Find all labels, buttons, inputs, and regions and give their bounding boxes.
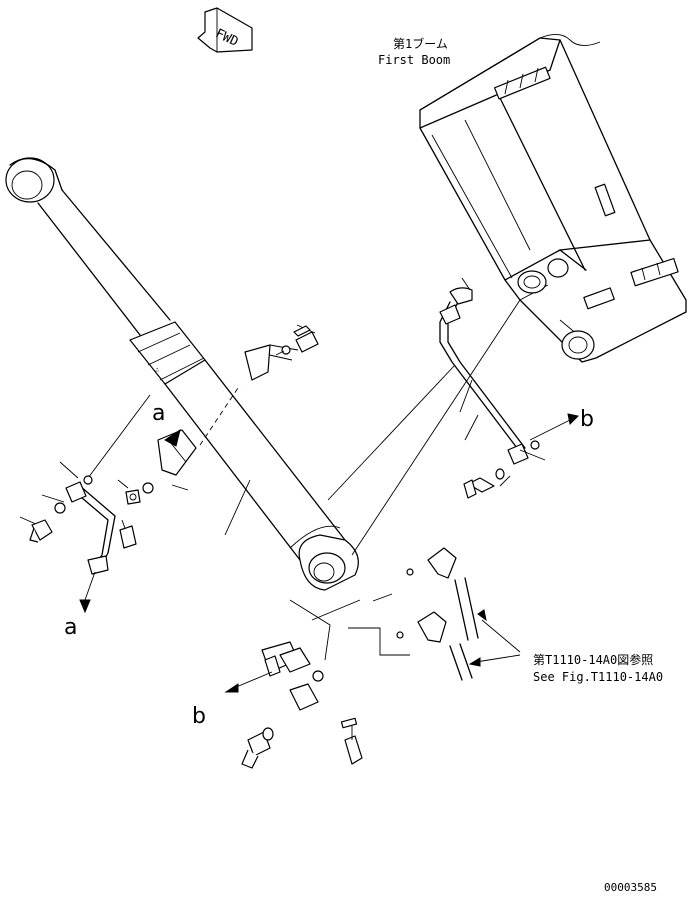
drawing-number: 00003585: [604, 881, 657, 894]
hydraulic-pipe: [439, 277, 529, 465]
see-fig-label-jp: 第T1110-14A0図参照: [533, 652, 653, 667]
lower-valve-hardware: [224, 547, 521, 769]
callout-a-top: a: [152, 401, 165, 426]
callout-a-bottom: a: [64, 615, 77, 640]
first-boom-label-en: First Boom: [378, 53, 450, 67]
svg-text:∴: ∴: [155, 366, 159, 374]
leader-lines: [19, 299, 546, 661]
left-pipe-assembly: [29, 481, 137, 614]
first-boom: [419, 34, 687, 363]
boom-cylinder: ∴: [5, 157, 359, 591]
gland-bracket-hardware: [83, 325, 319, 505]
callout-b-left: b: [192, 704, 206, 729]
first-boom-label-jp: 第1ブーム: [393, 36, 448, 51]
boom-pipe-hardware: [463, 413, 580, 499]
see-fig-label-en: See Fig.T1110-14A0: [533, 670, 663, 684]
fwd-direction-indicator: FWD: [197, 7, 253, 53]
callout-b-right: b: [580, 407, 594, 432]
